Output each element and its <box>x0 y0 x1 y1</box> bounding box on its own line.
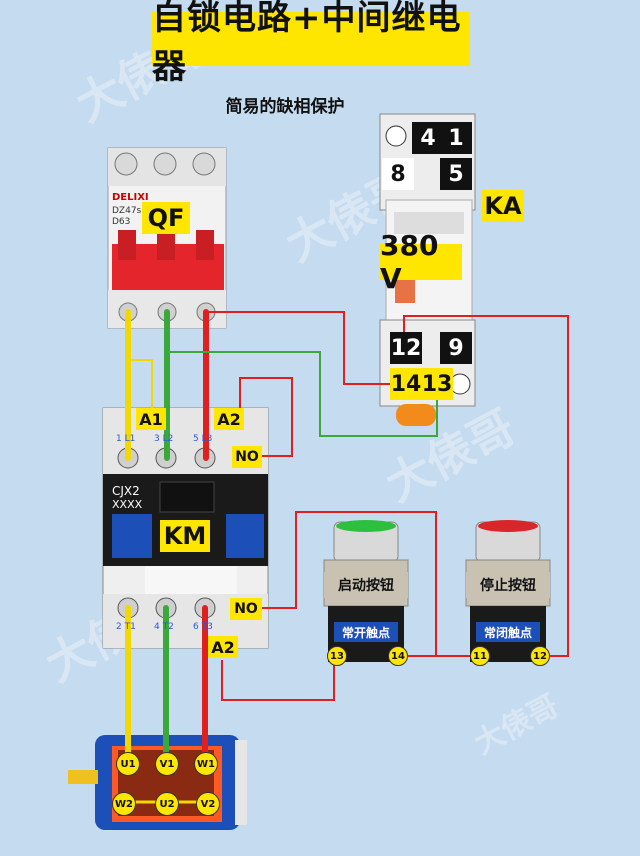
relay-voltage: 380 V <box>380 229 462 295</box>
start-button-contact: 常开触点 <box>334 622 398 642</box>
relay-terminal-4: 4 <box>412 122 444 154</box>
relay-terminal-12: 12 <box>390 332 422 364</box>
contactor-bottom-term-1: 2 T1 <box>116 622 136 632</box>
motor-terminal-v2: V2 <box>196 792 220 816</box>
contactor-top-term-3: 5 L3 <box>193 434 213 444</box>
start-button-terminal-13: 13 <box>327 646 347 666</box>
page-title: 自锁电路+中间继电器 <box>152 0 470 87</box>
contactor-bottom-term-2: 4 T2 <box>154 622 174 632</box>
contactor-bottom-term-3: 6 T3 <box>193 622 213 632</box>
power-wires <box>125 309 209 765</box>
breaker-model: DZ47s <box>112 206 142 216</box>
relay-terminal-9: 9 <box>440 332 472 364</box>
motor-terminal-v1: V1 <box>155 752 179 776</box>
motor-terminal-u1: U1 <box>116 752 140 776</box>
stop-button-terminal-12: 12 <box>530 646 550 666</box>
start-button-label: 启动按钮 <box>324 572 408 598</box>
contactor-coil-a2-top: A2 <box>214 408 244 430</box>
contactor-coil-a2-bottom: A2 <box>208 636 238 658</box>
stop-button-label: 停止按钮 <box>466 572 550 598</box>
contactor-label: KM <box>160 520 210 552</box>
contactor-no-bottom: NO <box>230 598 262 620</box>
stop-button-contact: 常闭触点 <box>476 622 540 642</box>
stop-button-terminal-11: 11 <box>470 646 490 666</box>
motor-terminal-w2: W2 <box>112 792 136 816</box>
breaker-brand: DELIXI <box>112 192 149 203</box>
relay-label: KA <box>482 190 524 222</box>
breaker-rating: D63 <box>112 217 131 227</box>
page-subtitle: 简易的缺相保护 <box>225 97 345 117</box>
circuit-breaker <box>107 147 227 329</box>
relay-terminal-1: 1 <box>440 122 472 154</box>
contactor-coil-a1: A1 <box>136 408 166 430</box>
contactor-top-term-2: 3 L2 <box>154 434 174 444</box>
motor-terminal-w1: W1 <box>194 752 218 776</box>
contactor-model-sub: XXXX <box>112 498 143 511</box>
relay-terminal-8: 8 <box>382 158 414 190</box>
relay-terminal-13: 13 <box>421 368 453 400</box>
contactor-top-term-1: 1 L1 <box>116 434 136 444</box>
motor-body <box>68 735 247 830</box>
contactor-no-top: NO <box>232 446 262 468</box>
relay-terminal-14: 14 <box>390 368 422 400</box>
control-wires <box>128 311 569 701</box>
contactor-model: CJX2 <box>112 484 140 498</box>
breaker-label: QF <box>142 202 190 234</box>
motor-terminal-u2: U2 <box>155 792 179 816</box>
relay-terminal-5: 5 <box>440 158 472 190</box>
start-button-terminal-14: 14 <box>388 646 408 666</box>
